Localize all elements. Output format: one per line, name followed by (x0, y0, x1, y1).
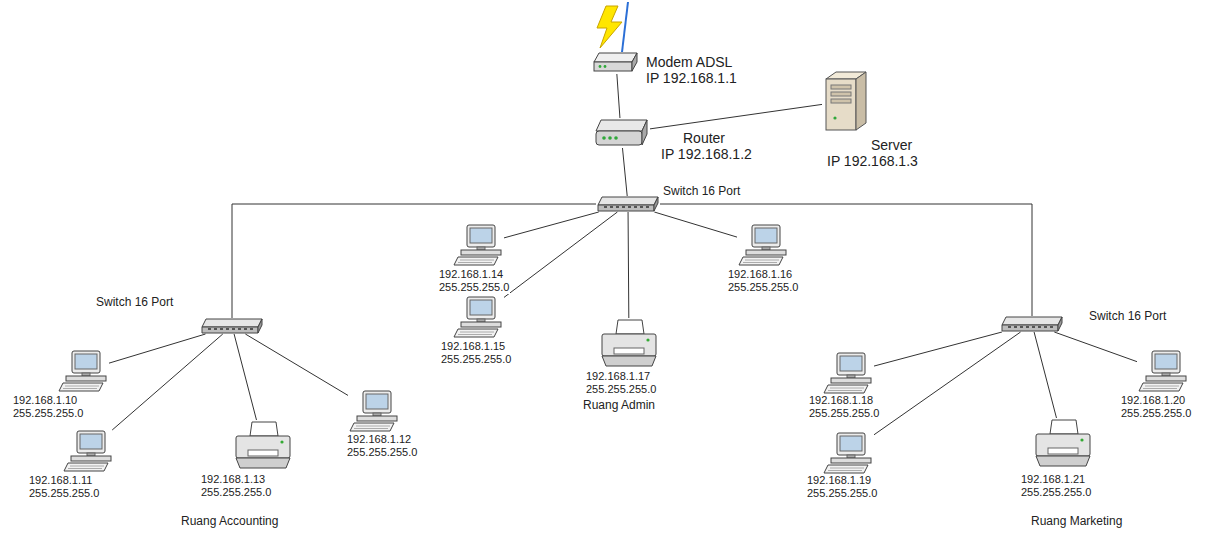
device-label: 192.168.1.19 (806, 474, 872, 487)
device-label: 192.168.1.21 (1020, 473, 1086, 486)
switch-node: Switch 16 Port (596, 196, 660, 212)
network-cable (654, 212, 737, 237)
device-label: 255.255.255.0 (1120, 407, 1192, 420)
device-label: 192.168.1.17 (585, 370, 651, 383)
device-label: Router (682, 130, 726, 146)
device-label: 255.255.255.0 (200, 486, 272, 499)
router-icon (592, 118, 650, 148)
computer-node: 192.168.1.18255.255.255.0 (822, 352, 874, 394)
printer-icon (598, 318, 660, 368)
network-cable (622, 148, 627, 196)
device-label: Server (870, 137, 913, 153)
device-label: 192.168.1.13 (200, 473, 266, 486)
device-label: Switch 16 Port (95, 295, 174, 309)
device-label: 255.255.255.0 (727, 281, 799, 294)
computer-node: 192.168.1.15255.255.255.0 (452, 296, 504, 338)
computer-node: 192.168.1.20255.255.255.0 (1137, 350, 1189, 392)
switch-icon (200, 318, 264, 334)
device-label: 255.255.255.0 (808, 407, 880, 420)
network-cable (1054, 332, 1137, 362)
antenna-line (622, 2, 628, 52)
computer-icon (822, 352, 874, 394)
device-label: IP 192.168.1.3 (826, 153, 919, 169)
modem-icon (592, 50, 640, 74)
network-cable (874, 332, 1021, 435)
device-label: 255.255.255.0 (440, 353, 512, 366)
computer-icon (822, 432, 874, 474)
device-label: Switch 16 Port (1088, 309, 1167, 323)
computer-icon (452, 224, 504, 266)
router-node: RouterIP 192.168.1.2 (592, 118, 650, 148)
computer-node: 192.168.1.11255.255.255.0 (62, 430, 114, 472)
server-icon (822, 70, 870, 132)
computer-icon (1137, 350, 1189, 392)
device-label: 255.255.255.0 (438, 281, 510, 294)
computer-node: 192.168.1.14255.255.255.0 (452, 224, 504, 266)
device-label: 255.255.255.0 (28, 487, 100, 500)
network-cable (245, 334, 348, 395)
computer-node: 192.168.1.19255.255.255.0 (822, 432, 874, 474)
network-cable (112, 334, 223, 430)
modem-node: Modem ADSLIP 192.168.1.1 (592, 50, 640, 74)
device-label: 192.168.1.15 (440, 340, 506, 353)
computer-icon (452, 296, 504, 338)
device-label: 255.255.255.0 (12, 407, 84, 420)
network-cable (232, 204, 596, 318)
computer-icon (737, 224, 789, 266)
room-label: Ruang Marketing (1030, 514, 1123, 528)
device-label: 192.168.1.10 (12, 394, 78, 407)
network-cable (660, 204, 1032, 316)
network-cable (504, 212, 617, 297)
device-label: 192.168.1.20 (1120, 394, 1186, 407)
device-label: 192.168.1.12 (346, 433, 412, 446)
device-label: 255.255.255.0 (806, 487, 878, 500)
computer-node: 192.168.1.16255.255.255.0 (737, 224, 789, 266)
server-node: ServerIP 192.168.1.3 (822, 70, 870, 132)
network-cable (650, 104, 822, 128)
network-cable (874, 332, 1002, 366)
device-label: 255.255.255.0 (585, 383, 657, 396)
switch-icon (1000, 316, 1064, 332)
printer-node: 192.168.1.21255.255.255.0 (1032, 418, 1094, 468)
network-cable (109, 334, 206, 363)
device-label: 255.255.255.0 (1020, 486, 1092, 499)
printer-icon (232, 420, 294, 470)
computer-node: 192.168.1.10255.255.255.0 (57, 350, 109, 392)
printer-icon (1032, 418, 1094, 468)
room-label: Ruang Accounting (180, 514, 279, 528)
switch-node: Switch 16 Port (200, 318, 264, 334)
lightning-bolt (597, 6, 622, 48)
device-label: 192.168.1.11 (28, 474, 93, 487)
device-label: IP 192.168.1.2 (660, 146, 753, 162)
network-cable (234, 334, 256, 420)
device-label: 192.168.1.18 (808, 394, 874, 407)
computer-icon (348, 390, 400, 432)
network-cable (504, 212, 599, 238)
printer-node: 192.168.1.17255.255.255.0 (598, 318, 660, 368)
device-label: Modem ADSL (645, 54, 733, 70)
device-label: 255.255.255.0 (346, 446, 418, 459)
switch-node: Switch 16 Port (1000, 316, 1064, 332)
network-cable (617, 74, 620, 118)
device-label: 192.168.1.16 (727, 268, 793, 281)
network-cable (1034, 332, 1056, 418)
device-label: 192.168.1.14 (438, 268, 504, 281)
network-cable (628, 212, 630, 318)
room-label: Ruang Admin (582, 398, 656, 412)
device-label: Switch 16 Port (662, 184, 741, 198)
computer-node: 192.168.1.12255.255.255.0 (348, 390, 400, 432)
computer-icon (57, 350, 109, 392)
switch-icon (596, 196, 660, 212)
device-label: IP 192.168.1.1 (645, 70, 738, 86)
computer-icon (62, 430, 114, 472)
printer-node: 192.168.1.13255.255.255.0 (232, 420, 294, 470)
